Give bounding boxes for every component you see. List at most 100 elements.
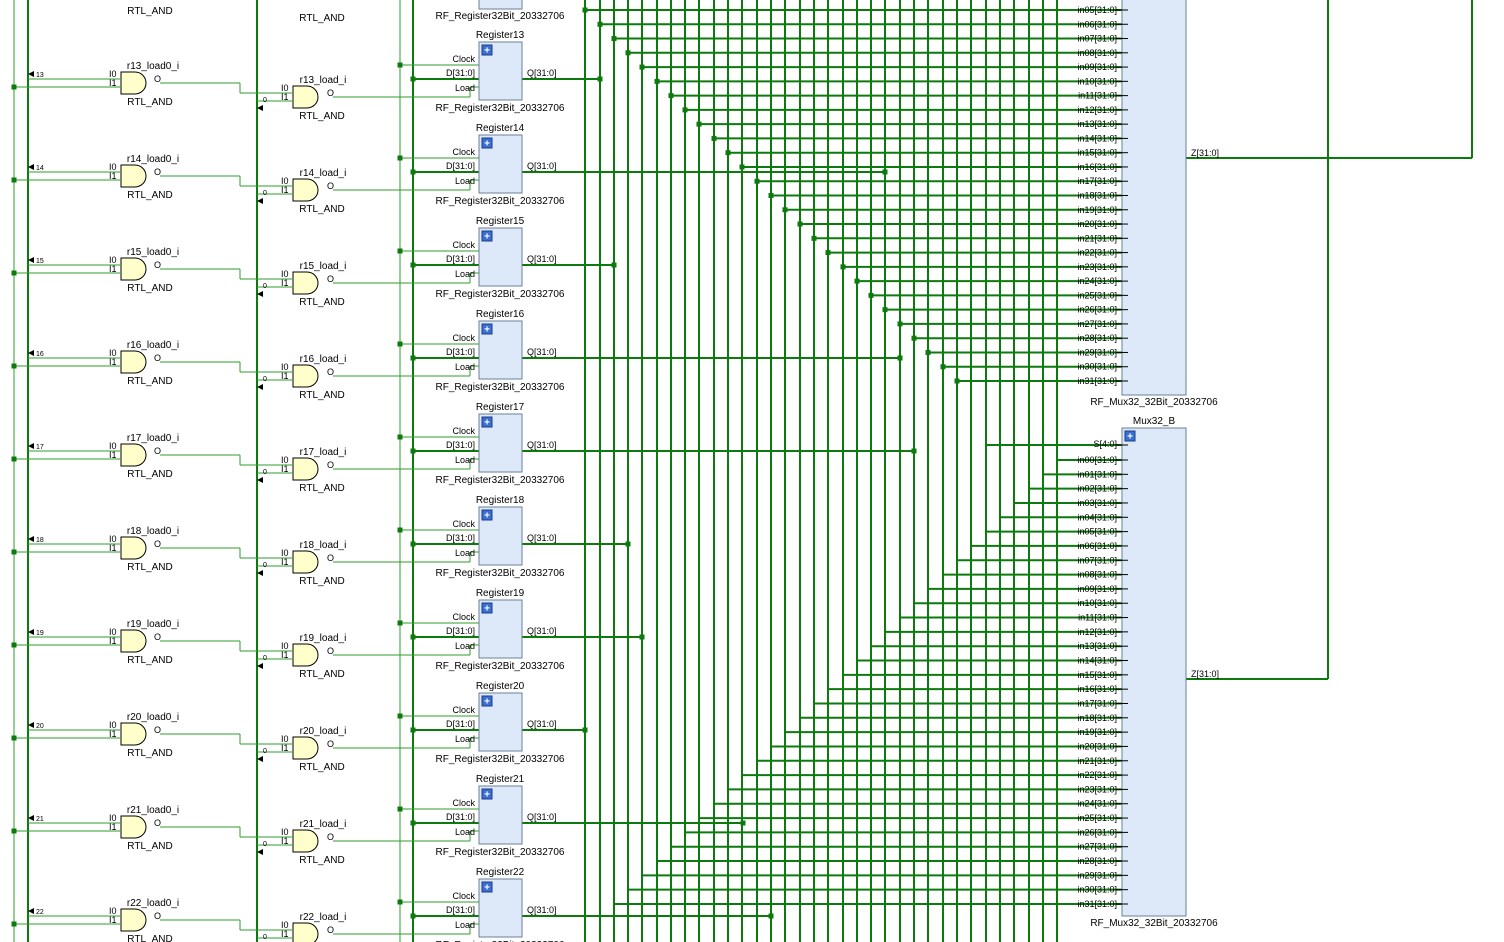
register-expand-button[interactable] [481,323,493,335]
gate1-type-label: RTL_AND [299,204,344,215]
gate0-instance-name: r14_load0_i [127,154,179,165]
q-junction [740,820,746,826]
register-instance-name: Register20 [476,681,525,692]
register-block[interactable] [478,599,523,659]
mux-a-input-pin: in20[31:0] [1077,219,1117,229]
and-gate-load0[interactable] [120,815,147,839]
and-gate-load0[interactable] [120,443,147,467]
mux-b-block[interactable] [1121,427,1187,917]
gate0-pin-i1: I1 [109,822,117,832]
data-junction [410,76,416,82]
gate1-type-label: RTL_AND [299,111,344,122]
mux-a-tap-dot [825,250,831,256]
and-gate-load[interactable] [292,364,319,388]
and-gate-load0[interactable] [120,536,147,560]
and-gate-load[interactable] [292,178,319,202]
register-block[interactable] [478,785,523,845]
gate1-pin-o: O [327,367,334,377]
register-expand-button[interactable] [481,602,493,614]
data-junction [410,262,416,268]
gate1-instance-name: r16_load_i [300,354,347,365]
gate0-type-label: RTL_AND [127,841,172,852]
register-block-top[interactable] [478,0,523,10]
register-pin-d: D[31:0] [446,161,475,171]
and-gate-load0[interactable] [120,350,147,374]
input-arrow-icon [28,164,34,170]
mux-a-tap-dot [625,50,631,56]
expand-glyph: + [484,325,490,336]
input-arrow-icon [28,71,34,77]
mux-a-tap-dot [654,78,660,84]
constant-zero-label: 0 [263,376,267,383]
gate1-pin-o: O [327,925,334,935]
mux-a-block[interactable] [1121,0,1187,396]
input-arrow-icon [257,291,263,297]
gate0-pin-i1: I1 [109,450,117,460]
mux-a-tap-dot [696,121,702,127]
expand-glyph: + [484,790,490,801]
gate1-pin-i0: I0 [281,827,289,837]
constant-zero-label: 0 [263,655,267,662]
and-gate-load[interactable] [292,922,319,942]
mux-a-type-label: RF_Mux32_32Bit_20332706 [1090,397,1218,408]
mux-b-type-label: RF_Mux32_32Bit_20332706 [1090,918,1218,929]
register-expand-button[interactable] [481,416,493,428]
and-gate-load0[interactable] [120,908,147,932]
register-pin-q: Q[31:0] [527,719,557,729]
mux-b-select-pin: S[4:0] [1093,439,1117,449]
mux-a-input-pin: in24[31:0] [1077,276,1117,286]
and-gate-load0[interactable] [120,164,147,188]
label-layer: +Mux32_BRF_Mux32_32Bit_20332706RF_Mux32_… [36,5,1219,942]
gate0-pin-o: O [154,260,161,270]
gate1-pin-i1: I1 [281,650,289,660]
register-pin-clock: Clock [452,426,475,436]
constant-zero-label: 0 [263,283,267,290]
and-gate-load0[interactable] [120,722,147,746]
and-gate-load[interactable] [292,457,319,481]
mux-a-input-pin: in14[31:0] [1077,133,1117,143]
data-junction [410,169,416,175]
register-pin-d: D[31:0] [446,719,475,729]
constant-zero-label: 0 [263,562,267,569]
mux-b-input-pin: in19[31:0] [1077,727,1117,737]
and-gate-load0[interactable] [120,71,147,95]
register-expand-button[interactable] [481,695,493,707]
and-gate-load[interactable] [292,643,319,667]
mux-a-tap-dot [711,135,717,141]
gate1-instance-name: r15_load_i [300,261,347,272]
mux-b-expand-button[interactable] [1124,430,1136,442]
and-gate-load0[interactable] [120,257,147,281]
and-gate-load[interactable] [292,829,319,853]
mux-a-tap-dot [854,278,860,284]
register-expand-button[interactable] [481,509,493,521]
mux-a-input-pin: in12[31:0] [1077,105,1117,115]
and-gate-load[interactable] [292,271,319,295]
mux-a-tap-dot [768,193,774,198]
mux-a-input-pin: in27[31:0] [1077,319,1117,329]
and-gate-load[interactable] [292,85,319,109]
mux-a-output-pin: Z[31:0] [1191,148,1219,158]
register-pin-q: Q[31:0] [527,347,557,357]
gate0-pin-o: O [154,74,161,84]
q-junction [625,541,631,547]
rail-junction [11,270,17,276]
mux-a-input-pin: in06[31:0] [1077,19,1117,29]
register-expand-button[interactable] [481,788,493,800]
and-gate-load[interactable] [292,550,319,574]
and-gate-load0[interactable] [120,629,147,653]
input-arrow-icon [257,105,263,111]
gate0-pin-i1: I1 [109,357,117,367]
register-pin-load: Load [455,362,475,372]
and-gate-load[interactable] [292,736,319,760]
clock-junction [397,155,403,161]
register-block[interactable] [478,878,523,938]
register-type-label: RF_Register32Bit_20332706 [436,289,565,300]
register-expand-button[interactable] [481,137,493,149]
input-arrow-icon [28,908,34,914]
register-expand-button[interactable] [481,230,493,242]
register-pin-clock: Clock [452,240,475,250]
register-expand-button[interactable] [481,881,493,893]
register-expand-button[interactable] [481,44,493,56]
mux-b-input-pin: in29[31:0] [1077,870,1117,880]
